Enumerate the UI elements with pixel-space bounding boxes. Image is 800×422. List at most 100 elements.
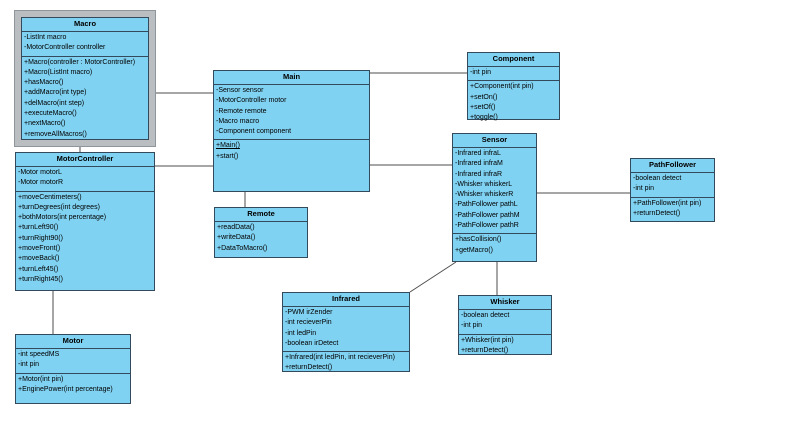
class-title: MotorController	[16, 153, 154, 167]
class-method: +Motor(int pin)	[18, 375, 64, 383]
class-method: +turnRight90()	[18, 234, 63, 242]
class-method: +toggle()	[470, 114, 498, 122]
class-methods-section: +Motor(int pin) +EnginePower(int percenta…	[16, 374, 130, 403]
class-method: +delMacro(int step)	[24, 99, 85, 107]
class-box-main[interactable]: Main -Sensor sensor -MotorController moto…	[213, 70, 370, 192]
class-title: Main	[214, 71, 369, 85]
class-field: -MotorController controller	[24, 44, 106, 52]
class-methods-section: +Component(int pin)+setOn()+setOf()+togg…	[468, 81, 559, 125]
class-fields-section: -boolean detect -int pin	[631, 173, 714, 198]
class-fields-section: -Infrared infraL -Infrared infraM -Infrare…	[453, 148, 536, 235]
class-box-motor[interactable]: Motor -int speedMS -int pin +Motor(int pi…	[15, 334, 131, 404]
class-field: -Infrared infraR	[455, 170, 503, 178]
class-box-macro[interactable]: Macro -ListInt macro -MotorController con…	[21, 17, 149, 140]
class-field: -PathFollower pathR	[455, 222, 519, 230]
class-method: +returnDetect()	[633, 209, 681, 217]
class-field: -int pin	[470, 69, 492, 76]
class-field: -Infrared infraM	[455, 160, 503, 168]
class-box-remote[interactable]: Remote +readData()+writeData()+DataToMac…	[214, 207, 308, 258]
class-field: -int recieverPin	[285, 319, 332, 327]
class-fields-section: -Sensor sensor -MotorController motor -Rem…	[214, 85, 369, 141]
class-method: +PathFollower(int pin)	[633, 199, 702, 207]
class-method: +returnDetect()	[461, 346, 509, 354]
class-method: +moveFront()	[18, 245, 61, 253]
class-fields-section: -int speedMS -int pin	[16, 349, 130, 374]
class-field: -Remote remote	[216, 107, 267, 115]
class-field: -Whisker whiskerR	[455, 191, 514, 199]
class-method: +removeAllMacros()	[24, 130, 87, 138]
class-field: -Sensor sensor	[216, 87, 264, 94]
class-field: -int ledPin	[285, 329, 317, 337]
class-field: -int speedMS	[18, 351, 60, 358]
class-field: -Component component	[216, 128, 292, 136]
class-method: +writeData()	[217, 234, 256, 242]
class-method: +turnLeft90()	[18, 224, 59, 232]
class-field: -int pin	[461, 322, 483, 330]
class-method: +nextMacro()	[24, 120, 66, 128]
class-field: -int pin	[18, 361, 40, 369]
class-title: Whisker	[459, 296, 551, 310]
class-field: -PWM irZender	[285, 309, 333, 316]
class-method: +executeMacro()	[24, 110, 77, 118]
class-method: +Main()	[216, 142, 240, 150]
class-field: -Motor motorR	[18, 179, 64, 187]
class-method: +turnLeft45()	[18, 265, 59, 273]
class-method: +turnRight45()	[18, 275, 63, 283]
class-field: -boolean irDetect	[285, 339, 339, 347]
class-methods-section: +Whisker(int pin)+returnDetect()	[459, 335, 551, 359]
connector-sensor-infrared[interactable]	[409, 261, 457, 293]
class-box-sensor[interactable]: Sensor -Infrared infraL-Infrared infraM-…	[452, 133, 537, 262]
class-field: -ListInt macro	[24, 34, 67, 41]
class-title: Component	[468, 53, 559, 67]
class-method: +start()	[216, 152, 239, 160]
class-method: +EnginePower(int percentage)	[18, 385, 113, 393]
class-fields-section: -Motor motorL -Motor motorR	[16, 167, 154, 192]
class-field: -Motor motorL	[18, 169, 62, 176]
class-field: -Macro macro	[216, 117, 260, 125]
class-box-infrared[interactable]: Infrared -PWM irZender -int recieverPin -i…	[282, 292, 410, 372]
class-field: -MotorController motor	[216, 97, 287, 105]
class-method: +bothMotors(int percentage)	[18, 214, 107, 222]
class-fields-section: -ListInt macro -MotorController controlle…	[22, 32, 148, 57]
class-method: +Infrared(int ledPin, int recieverPin)	[285, 354, 395, 362]
class-methods-section: +moveCentimeters() +turnDegrees(int degre…	[16, 192, 154, 290]
class-methods-section: +Macro(controller : MotorController) +Mac…	[22, 57, 148, 142]
class-method: +Component(int pin)	[470, 83, 534, 91]
class-method: +Macro(controller : MotorController)	[24, 58, 136, 66]
class-methods-section: +PathFollower(int pin) +returnDetect()	[631, 198, 714, 222]
class-field: -int pin	[633, 185, 655, 193]
class-field: -PathFollower pathM	[455, 211, 520, 219]
class-method: +returnDetect()	[285, 364, 333, 372]
class-method: +readData()	[217, 224, 255, 231]
class-fields-section: -PWM irZender -int recieverPin -int ledPin…	[283, 307, 409, 353]
class-methods-section: +hasCollision() +getMacro()	[453, 234, 536, 261]
class-method: +hasMacro()	[24, 79, 64, 87]
class-method: +moveBack()	[18, 255, 60, 263]
class-fields-section: -int pin	[468, 67, 559, 82]
class-methods-section: +readData() +writeData() +DataToMacro()	[215, 222, 307, 257]
class-fields-section: -boolean detect -int pin	[459, 310, 551, 335]
class-box-component[interactable]: Component -int pin +Component(int pin)+s…	[467, 52, 560, 121]
class-title: Macro	[22, 18, 148, 32]
class-method: +turnDegrees(int degrees)	[18, 203, 100, 211]
class-field: -boolean detect	[633, 175, 682, 182]
class-method: +hasCollision()	[455, 236, 502, 244]
class-title: Infrared	[283, 293, 409, 307]
class-method: +DataToMacro()	[217, 244, 268, 252]
class-methods-section: +Main() +start()	[214, 140, 369, 191]
class-box-whisker[interactable]: Whisker -boolean detect-int pin +Whisker…	[458, 295, 552, 355]
class-field: -PathFollower pathL	[455, 201, 518, 209]
class-method: +Macro(ListInt macro)	[24, 68, 93, 76]
class-method: +moveCentimeters()	[18, 193, 82, 201]
class-box-pathfollower[interactable]: PathFollower -boolean detect -int pin +Pa…	[630, 158, 715, 222]
class-title: Motor	[16, 335, 130, 349]
class-method: +getMacro()	[455, 246, 493, 254]
class-box-motorcontroller[interactable]: MotorController -Motor motorL-Motor moto…	[15, 152, 155, 291]
class-field: -Whisker whiskerL	[455, 180, 513, 188]
class-field: -Infrared infraL	[455, 150, 501, 157]
class-title: PathFollower	[631, 159, 714, 173]
class-field: -boolean detect	[461, 312, 510, 319]
class-title: Sensor	[453, 134, 536, 148]
